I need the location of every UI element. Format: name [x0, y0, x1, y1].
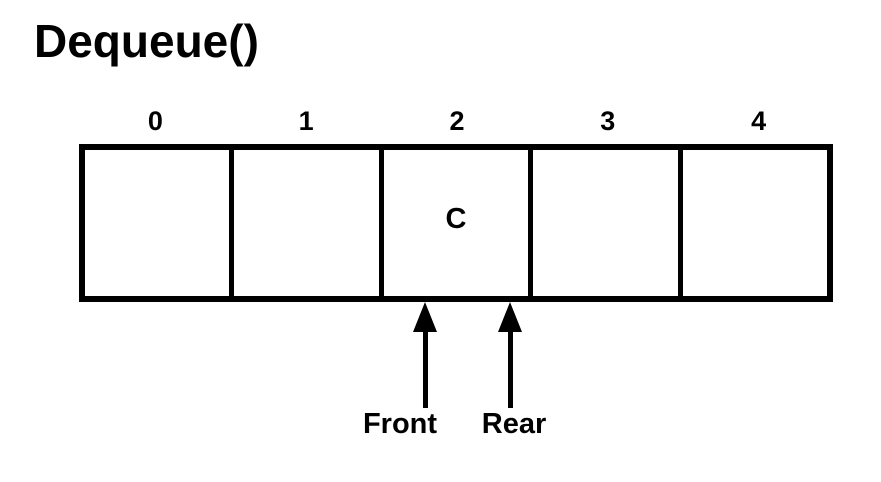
- rear-arrow-icon: [498, 302, 522, 332]
- queue-cell-2: C: [384, 150, 534, 296]
- rear-pointer-label: Rear: [481, 408, 547, 440]
- index-labels-row: 0 1 2 3 4: [80, 105, 834, 137]
- queue-cell-0: [85, 150, 235, 296]
- queue-cell-4: [683, 150, 827, 296]
- front-arrow-stem: [423, 330, 428, 408]
- queue-cell-1: [234, 150, 384, 296]
- queue-cell-3: [533, 150, 683, 296]
- diagram-title: Dequeue(): [34, 15, 259, 67]
- front-arrow-icon: [413, 302, 437, 332]
- rear-arrow-stem: [508, 330, 513, 408]
- queue-array-box: C: [79, 144, 833, 302]
- cell-value-2: C: [445, 202, 467, 235]
- index-label-0: 0: [147, 106, 163, 136]
- index-label-1: 1: [298, 106, 314, 136]
- front-pointer-label: Front: [362, 408, 438, 440]
- index-label-3: 3: [600, 106, 616, 136]
- index-label-4: 4: [751, 106, 767, 136]
- index-label-2: 2: [449, 106, 465, 136]
